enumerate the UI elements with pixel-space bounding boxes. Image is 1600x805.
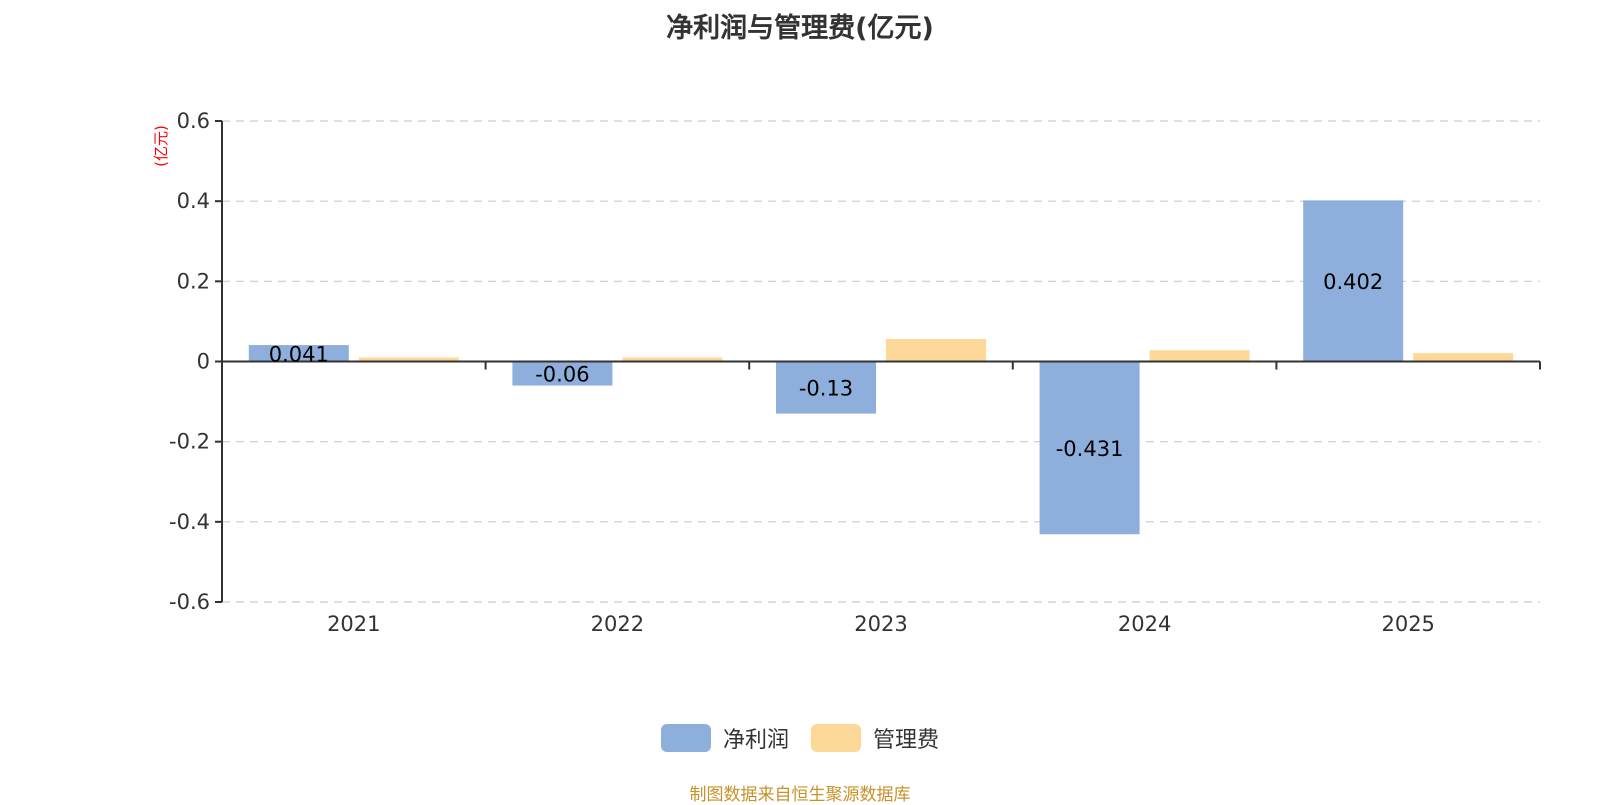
legend-label-management-fee: 管理费 [873, 728, 940, 753]
data-source-note: 制图数据来自恒生聚源数据库 [689, 785, 911, 805]
bar-net-profit[interactable] [776, 361, 876, 414]
axis-layer: 0.6 0.4 0.2 0 -0.2 -0.4 -0.6 2021 2022 2023 2024 20… [169, 109, 1541, 636]
x-tick-label: 2023 [854, 612, 907, 636]
y-tick-label: 0 [197, 350, 210, 374]
bar-management-fee[interactable] [886, 339, 986, 362]
label-layer: 0.041 -0.06 -0.13 -0.431 0.402 [269, 270, 1384, 461]
y-tick-label: 0.2 [177, 269, 210, 293]
data-label-net-profit: -0.06 [535, 363, 589, 387]
y-tick-label: -0.4 [169, 510, 210, 534]
chart-title: 净利润与管理费(亿元) [666, 13, 934, 44]
bar-management-fee[interactable] [1149, 350, 1250, 362]
x-tick-label: 2021 [327, 612, 380, 636]
data-label-net-profit: -0.13 [799, 377, 853, 401]
legend-item-management-fee[interactable]: 管理费 [811, 722, 939, 754]
legend-label-net-profit: 净利润 [722, 728, 789, 753]
legend-swatch-management-fee [811, 724, 861, 752]
y-tick-label: 0.4 [177, 189, 210, 213]
bar-net-profit[interactable] [1303, 200, 1404, 362]
data-label-net-profit: -0.431 [1056, 437, 1124, 461]
x-tick-label: 2025 [1381, 612, 1434, 636]
x-tick-label: 2022 [591, 612, 644, 636]
y-tick-label: -0.6 [169, 590, 210, 614]
bar-net-profit[interactable] [248, 345, 349, 362]
x-tick-label: 2024 [1118, 612, 1171, 636]
legend-item-net-profit[interactable]: 净利润 [660, 722, 789, 754]
y-tick-label: 0.6 [177, 109, 210, 133]
bar-net-profit[interactable] [512, 361, 613, 386]
y-axis-unit-label: (亿元) [152, 125, 170, 167]
data-label-net-profit: 0.402 [1323, 270, 1383, 294]
legend-swatch-net-profit [660, 724, 711, 752]
legend: 净利润 管理费 [0, 722, 1600, 754]
bar-management-fee[interactable] [1413, 353, 1514, 362]
y-tick-label: -0.2 [169, 430, 210, 454]
bar-layer [248, 200, 1514, 535]
bar-management-fee[interactable] [358, 357, 459, 362]
bar-net-profit[interactable] [1039, 361, 1140, 535]
data-label-net-profit: 0.041 [269, 342, 329, 366]
bar-management-fee[interactable] [622, 357, 723, 362]
